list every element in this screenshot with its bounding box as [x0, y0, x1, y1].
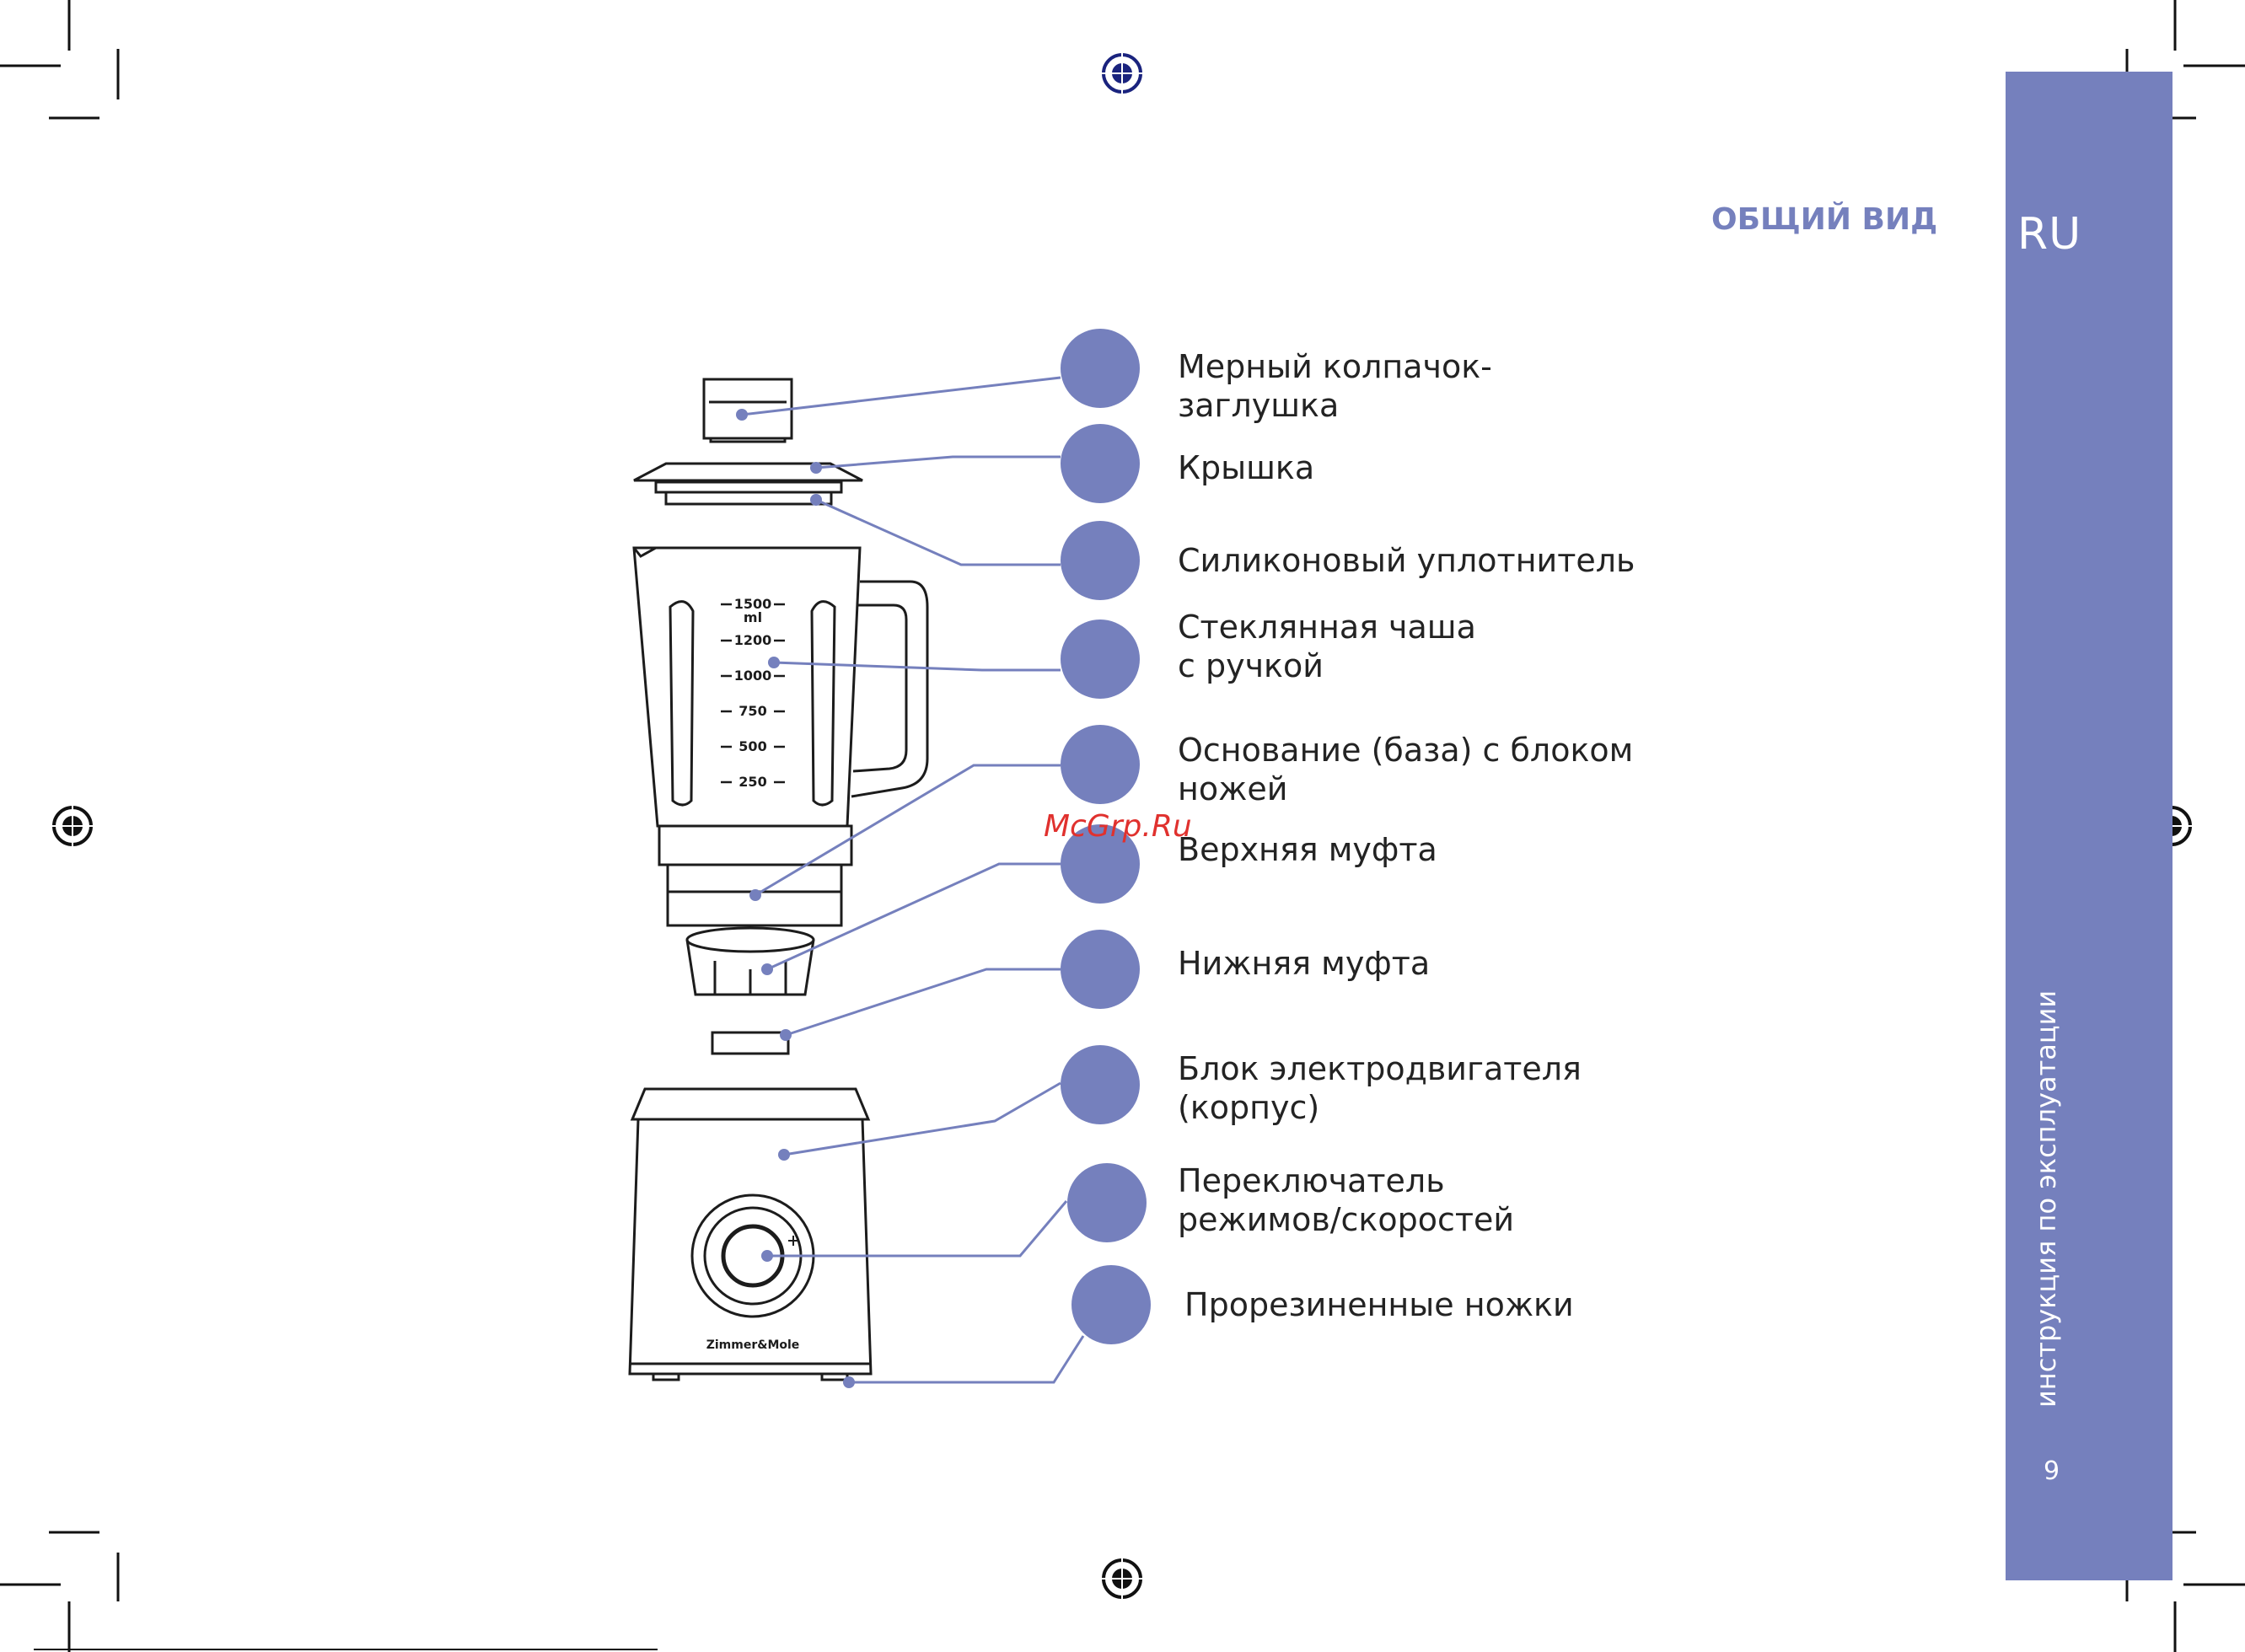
callout-marker-8 — [1061, 1045, 1140, 1124]
callout-marker-10 — [1071, 1265, 1151, 1344]
part-label-10: Прорезиненные ножки — [1184, 1286, 1574, 1323]
scale-1200: 1200 — [734, 632, 772, 648]
lid — [633, 462, 863, 506]
section-title: ОБЩИЙ ВИД — [1711, 202, 1938, 237]
lower-coupling — [711, 1031, 790, 1055]
upper-coupling — [685, 926, 815, 996]
callout-marker-1 — [1061, 329, 1140, 408]
part-label-3: Силиконовый уплотнитель — [1178, 542, 1635, 579]
scale-top: 1500 — [734, 596, 772, 612]
part-label-8: Блок электродвигателя(корпус) — [1178, 1050, 1582, 1126]
part-label-1: Мерный колпачок-заглушка — [1178, 348, 1492, 424]
callout-marker-7 — [1061, 930, 1140, 1009]
scale-unit: ml — [744, 609, 762, 625]
measuring-cap — [702, 378, 793, 443]
language-code: RU — [2017, 209, 2082, 260]
callout-marker-5 — [1061, 725, 1140, 804]
callout-marker-2 — [1061, 424, 1140, 503]
part-label-2: Крышка — [1178, 449, 1315, 486]
side-tab — [2006, 72, 2172, 1580]
part-label-6: Верхняя муфта — [1178, 831, 1437, 868]
registration-mark-bottom — [1097, 1553, 1147, 1604]
scale-250: 250 — [738, 774, 766, 790]
scale-750: 750 — [738, 703, 766, 719]
registration-mark-left — [47, 801, 98, 851]
callout-marker-9 — [1067, 1163, 1147, 1242]
registration-mark-top — [1097, 48, 1147, 99]
callout-marker-6 — [1061, 824, 1140, 904]
watermark: McGrp.Ru — [1044, 809, 1192, 844]
callout-marker-4 — [1061, 620, 1140, 699]
page-number: 9 — [2044, 1456, 2060, 1486]
part-label-7: Нижняя муфта — [1178, 945, 1431, 982]
brand-on-base: Zimmer&Mole — [706, 1338, 800, 1352]
scale-500: 500 — [738, 738, 766, 754]
scale-1000: 1000 — [734, 668, 772, 684]
callout-marker-3 — [1061, 521, 1140, 600]
